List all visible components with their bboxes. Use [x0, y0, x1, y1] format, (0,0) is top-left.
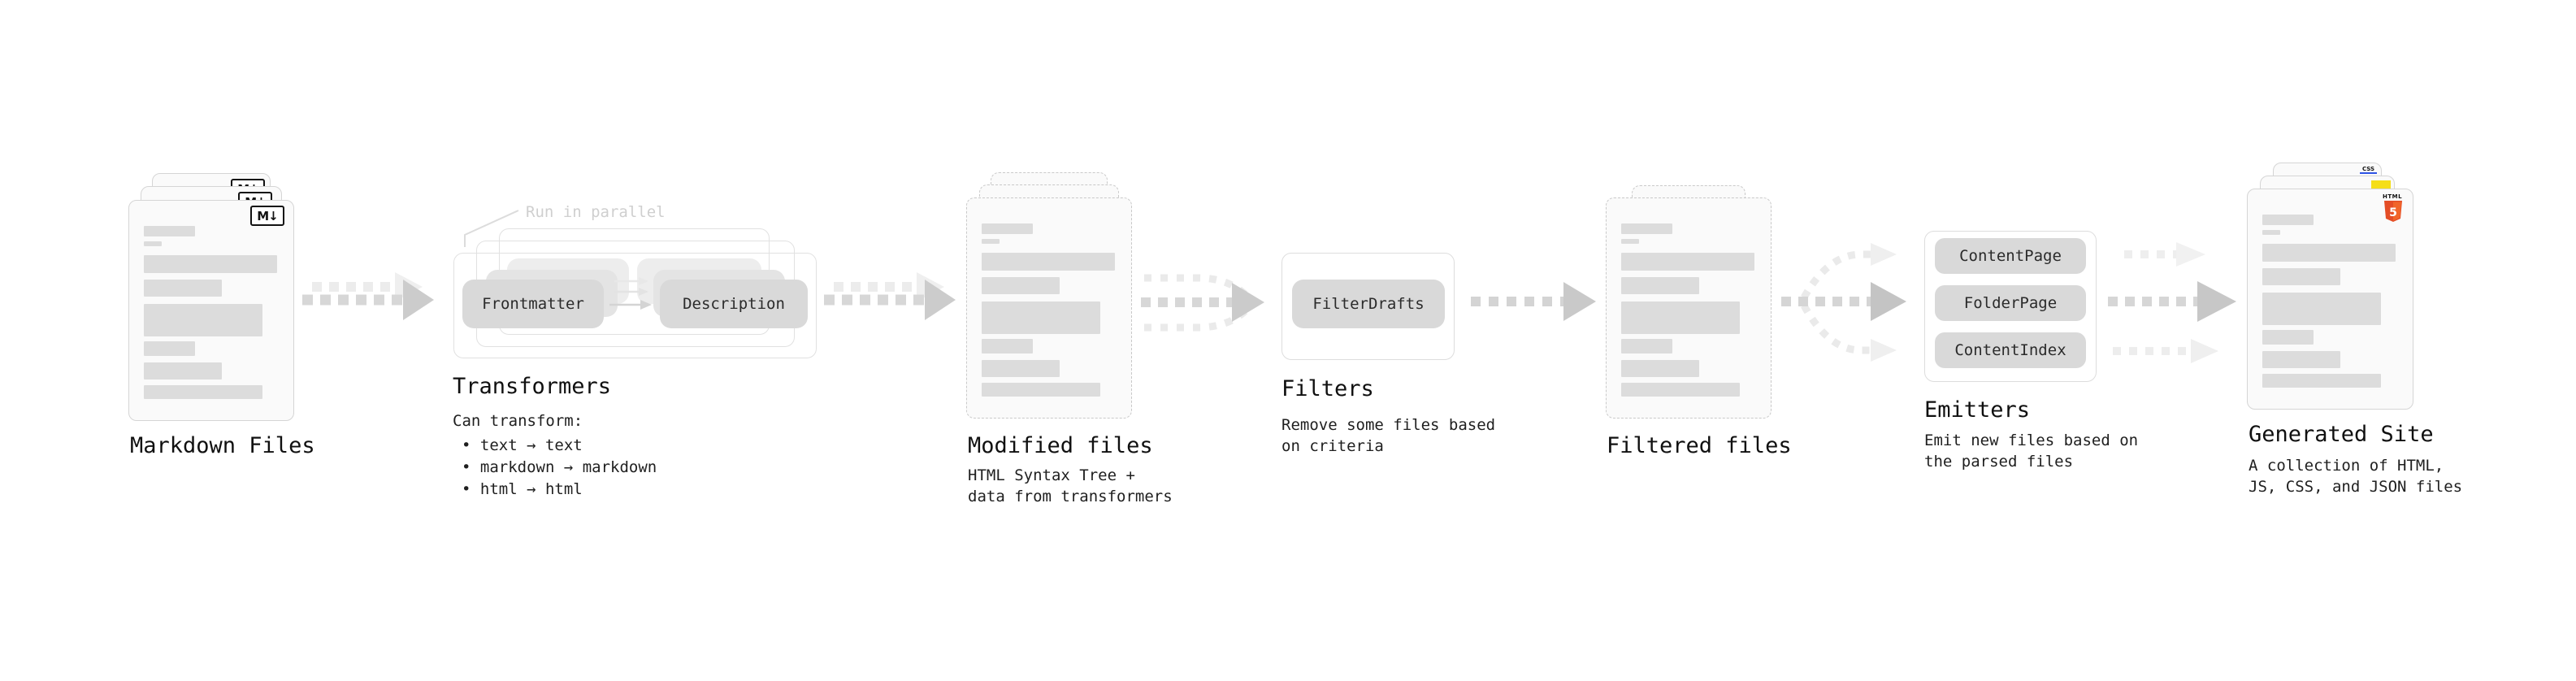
document-card — [966, 197, 1132, 419]
content-placeholder-bar — [2262, 374, 2381, 388]
content-placeholder — [2262, 215, 2396, 388]
css-icon: CSS — [2360, 166, 2377, 174]
html5-icon: HTML 5 — [2382, 193, 2403, 225]
content-placeholder-bar — [144, 241, 162, 246]
content-placeholder-bar — [1621, 277, 1699, 294]
document-card: HTML 5 — [2247, 189, 2413, 410]
stage-label-modified-files: Modified files — [968, 433, 1153, 458]
description-line: JS, CSS, and JSON files — [2249, 478, 2463, 496]
document-card: M↓ — [128, 200, 294, 421]
list-item: • html → html — [462, 480, 583, 498]
content-placeholder-bar — [144, 304, 262, 336]
content-placeholder-bar — [2262, 330, 2314, 345]
list-item: • markdown → markdown — [462, 458, 657, 476]
content-placeholder-bar — [982, 253, 1115, 271]
annotation-run-in-parallel: Run in parallel — [526, 203, 666, 221]
content-placeholder-bar — [982, 339, 1033, 354]
content-placeholder-bar — [144, 226, 195, 236]
list-item: • text → text — [462, 436, 583, 454]
content-placeholder-bar — [1621, 339, 1672, 354]
flow-arrow-transformers-to-modified — [824, 272, 956, 320]
content-placeholder-bar — [982, 223, 1033, 234]
flow-arrow-emitters-to-site — [2108, 242, 2236, 363]
content-placeholder-bar — [982, 360, 1060, 377]
transformer-node-description: Description — [660, 280, 808, 328]
stage-description: Emit new files based on the parsed files — [1924, 430, 2138, 472]
content-placeholder-bar — [144, 385, 262, 399]
description-line: A collection of HTML, — [2249, 457, 2444, 475]
stage-label-filters: Filters — [1281, 376, 1374, 401]
content-placeholder-bar — [2262, 268, 2340, 285]
content-placeholder-bar — [144, 255, 277, 273]
stage-description: HTML Syntax Tree + data from transformer… — [968, 465, 1173, 507]
content-placeholder — [982, 223, 1115, 397]
content-placeholder-bar — [1621, 301, 1740, 334]
emitter-node-contentpage: ContentPage — [1935, 238, 2086, 274]
content-placeholder-bar — [144, 362, 222, 380]
content-placeholder-bar — [144, 341, 195, 356]
content-placeholder-bar — [982, 301, 1100, 334]
flow-arrow-filters-to-filtered — [1471, 282, 1596, 321]
stage-label-transformers: Transformers — [453, 374, 612, 399]
content-placeholder-bar — [2262, 351, 2340, 368]
html5-icon-word: HTML — [2382, 193, 2403, 200]
document-card — [1606, 197, 1772, 419]
content-placeholder-bar — [1621, 239, 1639, 244]
description-line: on criteria — [1281, 437, 1384, 455]
content-placeholder-bar — [1621, 360, 1699, 377]
transformer-node-frontmatter: Frontmatter — [462, 280, 604, 328]
description-line: data from transformers — [968, 488, 1173, 505]
stage-description: A collection of HTML, JS, CSS, and JSON … — [2249, 455, 2462, 497]
transform-capability-list: • text → text • markdown → markdown • ht… — [462, 435, 657, 501]
description-line: HTML Syntax Tree + — [968, 466, 1135, 484]
content-placeholder-bar — [144, 280, 222, 297]
transformer-card — [453, 253, 817, 358]
transformer-mini-arrows — [609, 277, 652, 310]
markdown-icon: M↓ — [250, 206, 284, 226]
stage-description-heading: Can transform: — [453, 412, 583, 430]
svg-text:5: 5 — [2389, 206, 2397, 219]
flow-arrow-markdown-to-transformers — [302, 272, 434, 320]
flow-arrow-filtered-to-emitters — [1781, 243, 1906, 362]
description-line: the parsed files — [1924, 453, 2074, 471]
content-placeholder-bar — [1621, 383, 1740, 397]
content-placeholder — [144, 226, 277, 399]
content-placeholder-bar — [2262, 244, 2396, 262]
emitter-node-contentindex: ContentIndex — [1935, 332, 2086, 368]
description-line: Remove some files based — [1281, 416, 1496, 434]
stage-description: Remove some files based on criteria — [1281, 414, 1495, 457]
stage-label-markdown-files: Markdown Files — [130, 433, 315, 458]
content-placeholder-bar — [2262, 215, 2314, 225]
description-line: Emit new files based on — [1924, 432, 2139, 449]
stage-label-filtered-files: Filtered files — [1607, 433, 1792, 458]
stage-label-emitters: Emitters — [1924, 397, 2031, 423]
content-placeholder-bar — [982, 277, 1060, 294]
annotation-leader-line — [464, 210, 519, 247]
content-placeholder-bar — [1621, 253, 1754, 271]
filter-node-filterdrafts: FilterDrafts — [1292, 280, 1445, 328]
flow-arrow-modified-to-filters — [1141, 274, 1264, 332]
stage-label-generated-site: Generated Site — [2249, 422, 2434, 447]
content-placeholder — [1621, 223, 1754, 397]
content-placeholder-bar — [1621, 223, 1672, 234]
js-icon — [2371, 180, 2391, 191]
content-placeholder-bar — [982, 383, 1100, 397]
emitter-node-folderpage: FolderPage — [1935, 285, 2086, 321]
html5-shield: 5 — [2384, 201, 2402, 222]
content-placeholder-bar — [2262, 293, 2381, 325]
content-placeholder-bar — [2262, 230, 2280, 235]
content-placeholder-bar — [982, 239, 1000, 244]
